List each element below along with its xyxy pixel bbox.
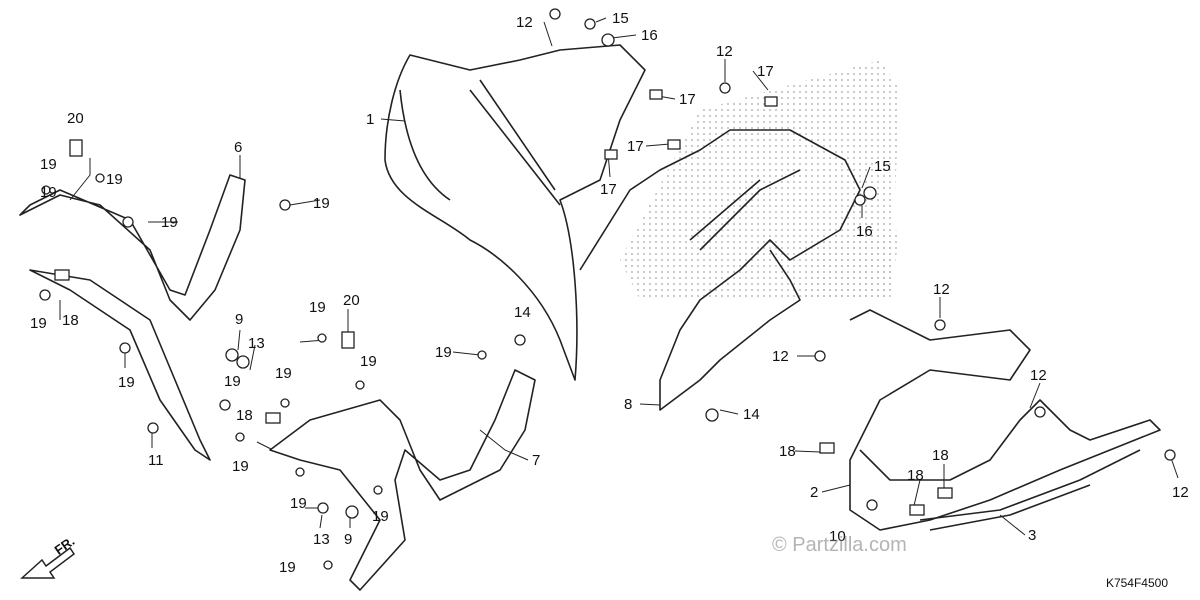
callout-c18c: 18 bbox=[779, 443, 796, 460]
right-inner-panel bbox=[269, 369, 536, 591]
callout-c13b: 13 bbox=[313, 531, 330, 548]
callout-c19i: 19 bbox=[360, 353, 377, 370]
callout-c14b: 14 bbox=[743, 406, 760, 423]
upper-inner-cowl-edge bbox=[399, 79, 561, 206]
callout-c18a: 18 bbox=[62, 312, 79, 329]
callout-c11: 11 bbox=[148, 452, 164, 469]
callout-c19n: 19 bbox=[290, 495, 307, 512]
callout-c19k: 19 bbox=[275, 365, 292, 382]
under-cowl-lower bbox=[919, 449, 1141, 531]
callout-c17c: 17 bbox=[627, 138, 644, 155]
callout-c19m: 19 bbox=[435, 344, 452, 361]
callout-c18b: 18 bbox=[236, 407, 253, 424]
callout-c12d: 12 bbox=[772, 348, 789, 365]
callout-c20b: 20 bbox=[343, 292, 360, 309]
callout-c19j: 19 bbox=[224, 373, 241, 390]
callout-c12e: 12 bbox=[1030, 367, 1047, 384]
callout-c12c: 12 bbox=[933, 281, 950, 298]
callout-c1: 1 bbox=[366, 111, 375, 128]
callout-c12f: 12 bbox=[1172, 484, 1189, 501]
callout-c2: 2 bbox=[810, 484, 819, 501]
callout-c19h: 19 bbox=[309, 299, 326, 316]
callout-c3: 3 bbox=[1028, 527, 1037, 544]
callout-c10: 10 bbox=[829, 528, 846, 545]
callout-c19f: 19 bbox=[30, 315, 47, 332]
callout-c20a: 20 bbox=[67, 110, 84, 127]
callout-c19d: 19 bbox=[161, 214, 178, 231]
callout-c19g: 19 bbox=[118, 374, 135, 391]
callout-c18e: 18 bbox=[932, 447, 949, 464]
front-direction-arrow-icon bbox=[20, 546, 76, 579]
callout-c14a: 14 bbox=[514, 304, 531, 321]
callout-c17a: 17 bbox=[679, 91, 696, 108]
callout-c8: 8 bbox=[624, 396, 633, 413]
callout-c18d: 18 bbox=[907, 467, 924, 484]
callout-c15a: 15 bbox=[612, 10, 629, 27]
diagram-code: K754F4500 bbox=[1105, 576, 1168, 590]
side-cowl bbox=[579, 129, 861, 411]
left-inner-panel bbox=[19, 174, 246, 321]
under-cowl bbox=[849, 309, 1161, 531]
callout-c12b: 12 bbox=[716, 43, 733, 60]
callout-c9b: 9 bbox=[344, 531, 353, 548]
left-inner-panel-body bbox=[29, 269, 211, 461]
callout-c17b: 17 bbox=[757, 63, 774, 80]
callout-c19c: 19 bbox=[40, 184, 57, 201]
watermark: © Partzilla.com bbox=[772, 534, 907, 556]
leader-lines bbox=[59, 17, 1179, 536]
callout-c19p: 19 bbox=[279, 559, 296, 576]
callout-c12a: 12 bbox=[516, 14, 533, 31]
callout-c16b: 16 bbox=[856, 223, 873, 240]
callout-c19b: 19 bbox=[106, 171, 123, 188]
callout-c13a: 13 bbox=[248, 335, 265, 352]
callout-c16a: 16 bbox=[641, 27, 658, 44]
callout-c19e: 19 bbox=[313, 195, 330, 212]
clips bbox=[54, 89, 953, 516]
shading-pattern bbox=[800, 230, 900, 300]
callout-c9a: 9 bbox=[235, 311, 244, 328]
callout-c6: 6 bbox=[234, 139, 243, 156]
callout-c15b: 15 bbox=[874, 158, 891, 175]
callout-c7: 7 bbox=[532, 452, 541, 469]
callout-c17d: 17 bbox=[600, 181, 617, 198]
side-cowl-stripe bbox=[689, 169, 801, 251]
callout-c19a: 19 bbox=[40, 156, 57, 173]
upper-inner-cowl bbox=[384, 44, 646, 381]
callout-c19l: 19 bbox=[232, 458, 249, 475]
callout-c19o: 19 bbox=[372, 508, 389, 525]
fasteners bbox=[39, 8, 1176, 570]
